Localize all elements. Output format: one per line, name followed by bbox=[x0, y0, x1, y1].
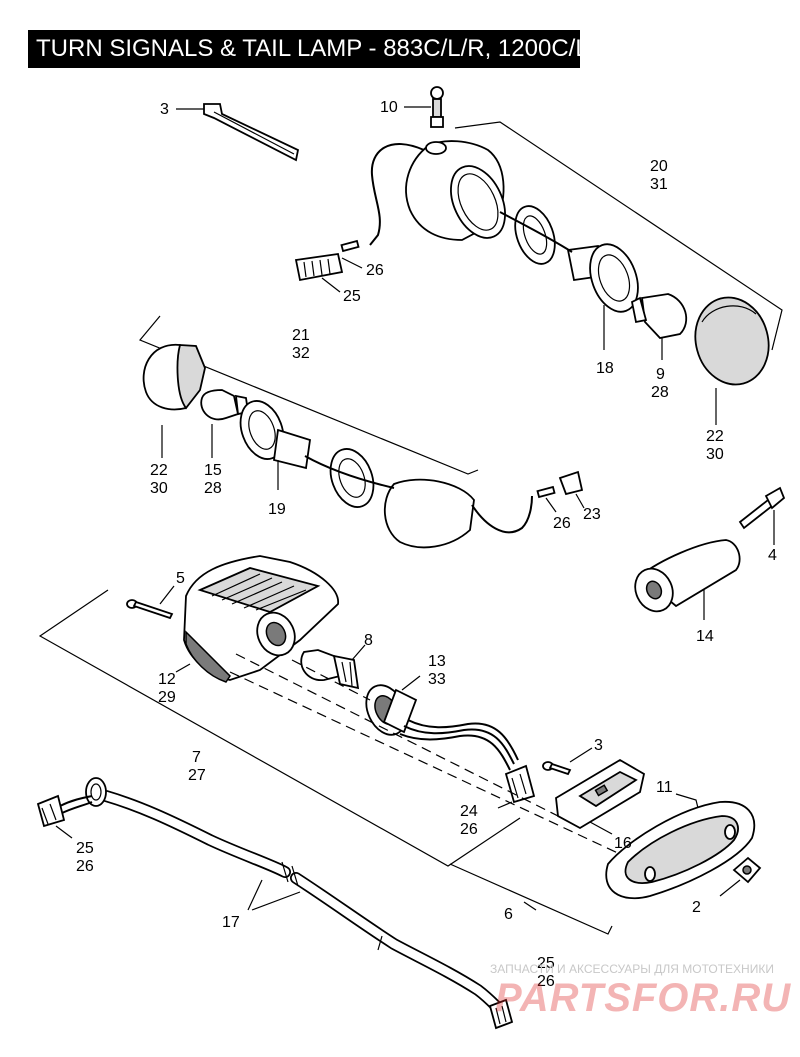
rear-bulb bbox=[200, 389, 250, 421]
front-bulb-socket bbox=[499, 205, 639, 313]
callout-15: 15 bbox=[204, 462, 222, 479]
callout-18: 18 bbox=[596, 360, 614, 377]
bracket-21-32 bbox=[139, 315, 479, 475]
callout-16: 16 bbox=[614, 835, 632, 852]
callout-26e: 26 bbox=[537, 973, 555, 990]
screw-3b bbox=[542, 761, 572, 776]
callout-13: 13 bbox=[428, 653, 446, 670]
assembly-line-2 bbox=[235, 653, 567, 821]
rear-turn-signal-housing bbox=[304, 455, 533, 549]
callout-5: 5 bbox=[176, 570, 185, 587]
callout-21: 21 bbox=[292, 327, 310, 344]
callout-29: 29 bbox=[158, 689, 176, 706]
callout-11: 11 bbox=[656, 779, 673, 796]
callout-22a: 22 bbox=[706, 428, 724, 445]
callout-26a: 26 bbox=[366, 262, 384, 279]
watermark-text: ЗАПЧАСТИ И АКСЕССУАРЫ ДЛЯ МОТОТЕХНИКИ bbox=[490, 962, 774, 976]
screw-5 bbox=[126, 599, 174, 620]
tail-lamp-bulb bbox=[300, 649, 360, 690]
diagram-title: TURN SIGNALS & TAIL LAMP - 883C/L/R, 120… bbox=[28, 30, 589, 68]
callout-30a: 30 bbox=[706, 446, 724, 463]
callout-33: 33 bbox=[428, 671, 446, 688]
callout-10: 10 bbox=[380, 99, 398, 116]
leader-13 bbox=[401, 675, 421, 691]
leader-25a bbox=[321, 277, 341, 293]
mounting-stud bbox=[430, 86, 444, 128]
connector-housing-front bbox=[294, 252, 344, 282]
callout-14: 14 bbox=[696, 628, 714, 645]
callout-28a: 28 bbox=[651, 384, 669, 401]
callout-30b: 30 bbox=[150, 480, 168, 497]
leader-12 bbox=[175, 663, 191, 673]
front-turn-signal-housing bbox=[369, 140, 506, 246]
callout-4: 4 bbox=[768, 547, 777, 564]
bracket-20-31 bbox=[454, 121, 783, 351]
assembly-line-3 bbox=[291, 659, 371, 701]
callout-20: 20 bbox=[650, 158, 668, 175]
callout-27: 27 bbox=[188, 767, 206, 784]
callout-2: 2 bbox=[692, 899, 701, 916]
callout-25b: 25 bbox=[76, 840, 94, 857]
bracket-7-27 bbox=[38, 589, 521, 867]
callout-23: 23 bbox=[583, 506, 601, 523]
leader-11 bbox=[675, 793, 699, 809]
callout-28b: 28 bbox=[204, 480, 222, 497]
watermark-logo: PARTSFOR.RU bbox=[495, 976, 792, 1020]
callout-19: 19 bbox=[268, 501, 286, 518]
mounting-bolt bbox=[738, 486, 786, 530]
callout-9: 9 bbox=[656, 366, 665, 383]
callout-22b: 22 bbox=[150, 462, 168, 479]
leader-25b bbox=[55, 825, 73, 839]
tail-lens-trim bbox=[605, 801, 756, 900]
leader-26a bbox=[341, 257, 363, 269]
harness-connector-right bbox=[488, 998, 514, 1030]
callout-8: 8 bbox=[364, 632, 373, 649]
speed-nut bbox=[732, 856, 762, 884]
leader-26b bbox=[545, 497, 557, 513]
callout-25c: 25 bbox=[537, 955, 555, 972]
turn-signal-cover bbox=[634, 539, 741, 613]
tail-lamp-wiring bbox=[399, 719, 519, 771]
callout-12: 12 bbox=[158, 671, 176, 688]
leader-17b bbox=[251, 891, 301, 911]
harness-connector-left bbox=[36, 794, 93, 828]
callout-3a: 3 bbox=[160, 101, 169, 118]
callout-25a: 25 bbox=[343, 288, 361, 305]
terminal-pin-rear bbox=[536, 485, 556, 499]
callout-26c: 26 bbox=[460, 821, 478, 838]
leader-23 bbox=[575, 493, 585, 509]
callout-24: 24 bbox=[460, 803, 478, 820]
callout-31: 31 bbox=[650, 176, 668, 193]
leader-6 bbox=[523, 901, 537, 911]
lamp-bracket bbox=[555, 758, 646, 830]
rear-lens bbox=[142, 344, 206, 411]
leader-2 bbox=[719, 879, 741, 897]
callout-3b: 3 bbox=[594, 737, 603, 754]
wiring-harness bbox=[100, 790, 502, 1012]
tail-lamp-connector bbox=[504, 764, 536, 804]
tail-lamp-housing bbox=[183, 555, 339, 683]
leader-17a bbox=[247, 879, 263, 911]
bracket-6 bbox=[449, 863, 613, 935]
callout-7: 7 bbox=[192, 749, 201, 766]
front-lens bbox=[694, 296, 770, 386]
grommet bbox=[85, 777, 107, 807]
callout-6: 6 bbox=[504, 906, 513, 923]
front-bulb bbox=[630, 293, 688, 339]
connector-housing-rear bbox=[558, 470, 584, 496]
callout-26b: 26 bbox=[553, 515, 571, 532]
leader-8 bbox=[351, 644, 366, 661]
cable-strap bbox=[203, 103, 300, 162]
rear-bulb-socket bbox=[239, 400, 375, 508]
terminal-pin-front bbox=[340, 239, 360, 253]
leader-3b bbox=[569, 747, 593, 763]
assembly-line-1 bbox=[229, 671, 621, 855]
callout-17: 17 bbox=[222, 914, 240, 931]
callout-26d: 26 bbox=[76, 858, 94, 875]
leader-16 bbox=[589, 821, 613, 835]
leader-5 bbox=[159, 585, 175, 605]
tail-lamp-socket bbox=[365, 684, 418, 736]
callout-32: 32 bbox=[292, 345, 310, 362]
